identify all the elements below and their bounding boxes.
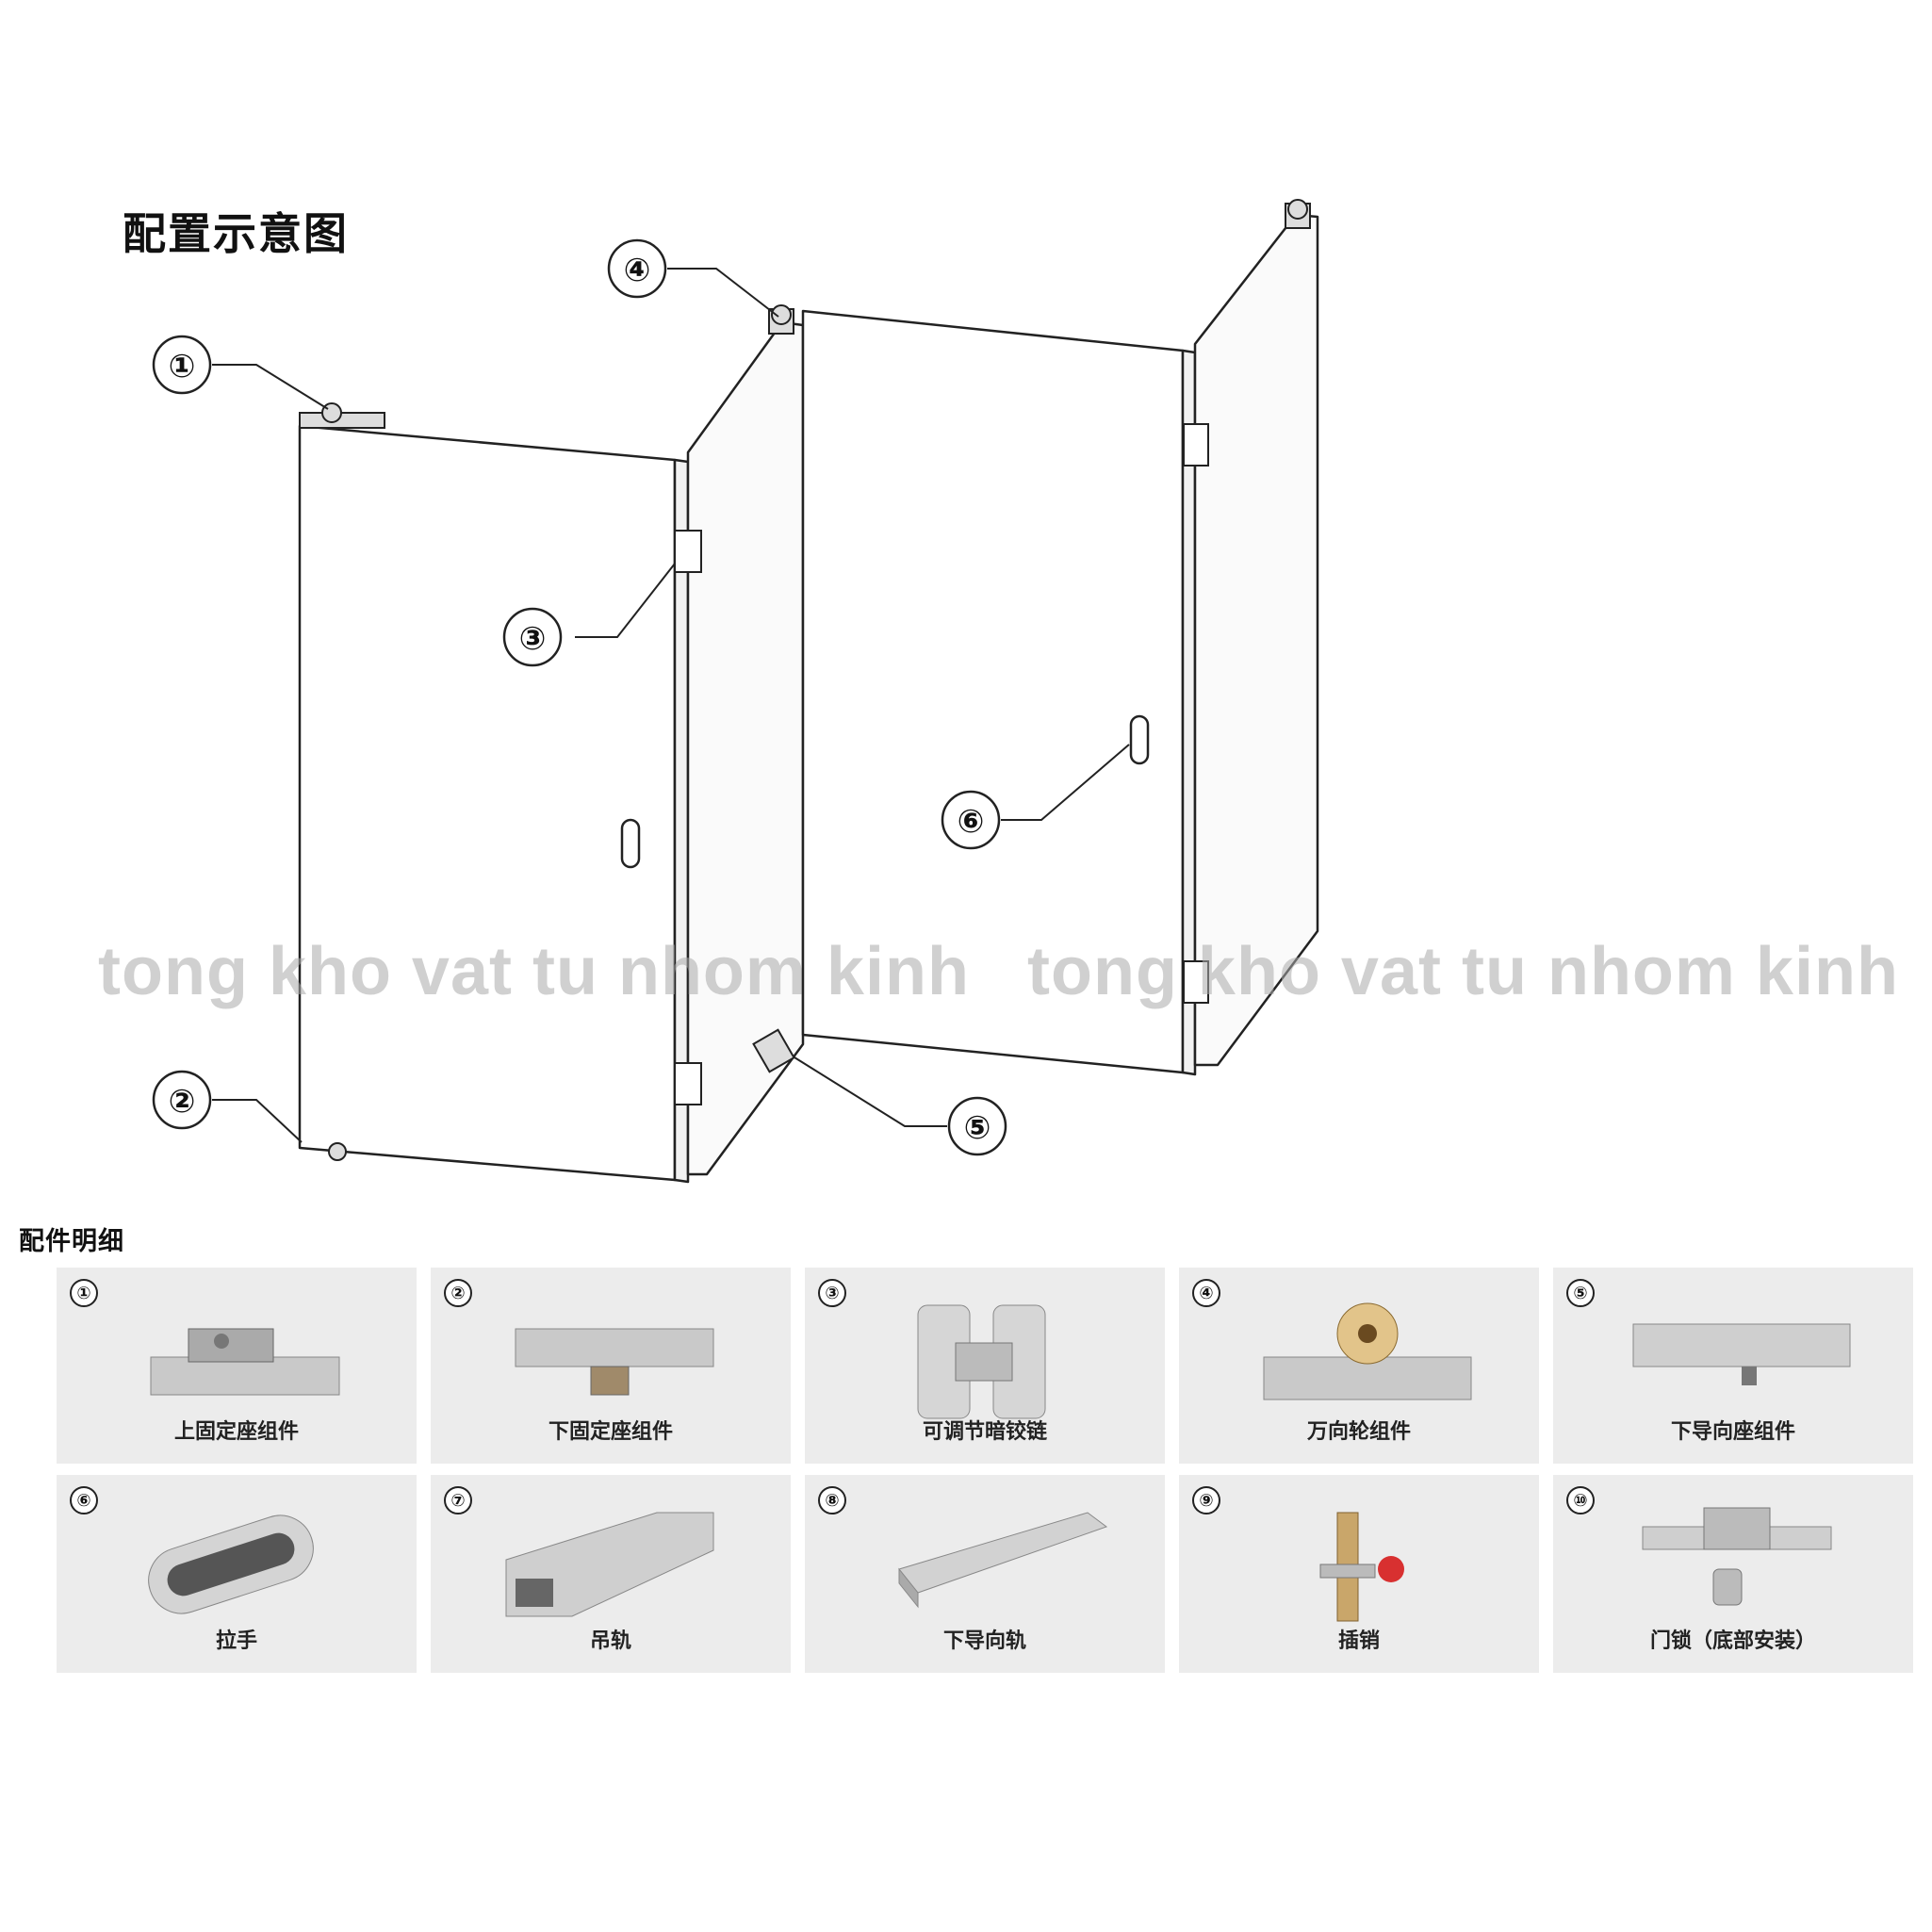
hinge-1 (674, 530, 702, 573)
callout-6: ⑥ (958, 803, 985, 841)
bolt-latch-icon (1319, 1512, 1404, 1622)
part-number: ④ (1192, 1279, 1220, 1307)
part-label: 拉手 (215, 1629, 257, 1653)
bottom-pivot (328, 1142, 347, 1161)
part-number: ⑧ (818, 1486, 846, 1514)
top-pivot (299, 412, 385, 429)
bottom-track-icon (898, 1512, 1108, 1609)
hinge-4 (1183, 960, 1209, 1004)
part-label: 可调节暗铰链 (922, 1420, 1047, 1444)
part-number: ⑥ (70, 1486, 98, 1514)
part-label: 下导向轨 (942, 1629, 1026, 1653)
part-card-6: ⑥ 拉手 (57, 1475, 417, 1673)
part-number: ⑨ (1192, 1486, 1220, 1514)
handle-panel-3 (1129, 714, 1150, 765)
bottom-pivot-assembly-icon (515, 1328, 714, 1396)
part-number: ⑦ (444, 1486, 472, 1514)
part-number: ① (70, 1279, 98, 1307)
page-title: 配置示意图 (123, 208, 349, 259)
part-label: 插销 (1337, 1629, 1380, 1653)
recessed-handle-icon (148, 1514, 314, 1614)
roller-assembly-icon (1263, 1302, 1472, 1400)
part-number: ② (444, 1279, 472, 1307)
handle-panel-1 (620, 818, 641, 869)
watermark-right: tong kho vat tu nhom kinh (1027, 934, 1899, 1009)
part-label: 上固定座组件 (173, 1420, 299, 1444)
part-label: 吊轨 (589, 1629, 631, 1653)
parts-grid: ① 上固定座组件 ② 下固定座组件 ③ 可调节暗铰链 ④ 万向轮组件 (57, 1268, 1915, 1673)
part-card-7: ⑦ 吊轨 (431, 1475, 791, 1673)
top-track-icon (505, 1512, 714, 1617)
callout-1: ① (169, 348, 196, 385)
folding-door-diagram: ① ② ③ ④ ⑤ ⑥ (152, 199, 1319, 1184)
top-pivot-assembly-icon (150, 1328, 340, 1396)
door-panel-3-edge (1181, 349, 1197, 1076)
hinge-3 (1183, 423, 1209, 467)
part-card-8: ⑧ 下导向轨 (805, 1475, 1165, 1673)
watermark-left: tong kho vat tu nhom kinh (98, 934, 970, 1009)
part-label: 下导向座组件 (1670, 1420, 1795, 1444)
door-lock-icon (1642, 1507, 1832, 1606)
part-card-3: ③ 可调节暗铰链 (805, 1268, 1165, 1464)
part-label: 下固定座组件 (548, 1420, 673, 1444)
part-card-1: ① 上固定座组件 (57, 1268, 417, 1464)
door-panel-1 (298, 424, 677, 1182)
part-card-4: ④ 万向轮组件 (1179, 1268, 1539, 1464)
part-number: ⑩ (1566, 1486, 1595, 1514)
part-card-2: ② 下固定座组件 (431, 1268, 791, 1464)
bottom-guide (752, 1028, 795, 1073)
bottom-guide-icon (1632, 1323, 1851, 1385)
part-card-10: ⑩ 门锁（底部安装） (1553, 1475, 1913, 1673)
callout-3: ③ (519, 620, 547, 658)
part-label: 门锁（底部安装） (1649, 1629, 1816, 1653)
door-panel-1-edge (673, 458, 690, 1184)
part-card-9: ⑨ 插销 (1179, 1475, 1539, 1673)
callout-5: ⑤ (964, 1109, 991, 1147)
callout-2: ② (169, 1083, 196, 1121)
part-number: ⑤ (1566, 1279, 1595, 1307)
concealed-hinge-icon (917, 1304, 1046, 1419)
parts-section-title: 配件明细 (19, 1227, 124, 1256)
part-card-5: ⑤ 下导向座组件 (1553, 1268, 1913, 1464)
callout-4: ④ (624, 252, 651, 289)
part-number: ③ (818, 1279, 846, 1307)
part-label: 万向轮组件 (1306, 1420, 1411, 1444)
hinge-2 (674, 1062, 702, 1105)
